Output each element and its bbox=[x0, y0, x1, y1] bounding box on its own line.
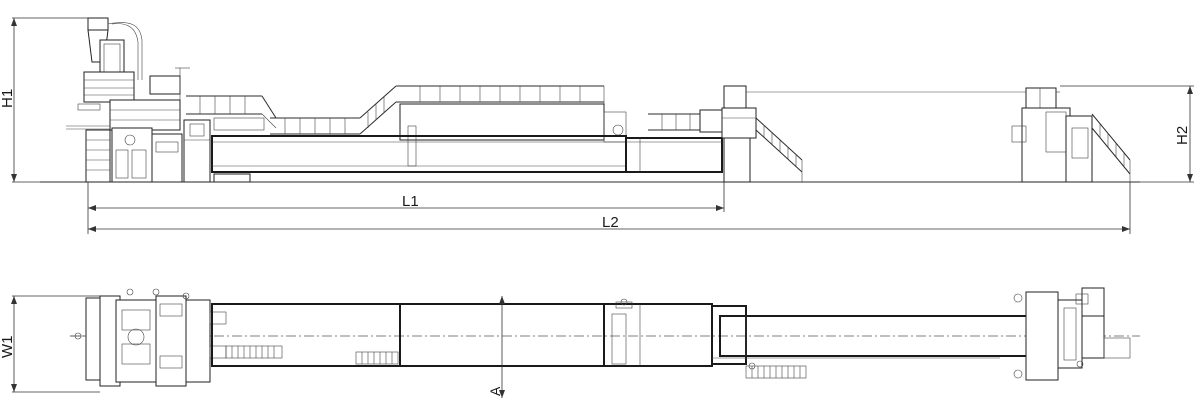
plan-oven bbox=[211, 298, 713, 367]
dim-l1 bbox=[87, 182, 725, 234]
dim-h1 bbox=[11, 17, 88, 183]
feed-tower bbox=[66, 17, 190, 131]
oven-body bbox=[211, 135, 723, 183]
platform-2 bbox=[648, 109, 725, 133]
dim-h2 bbox=[1060, 85, 1194, 183]
plan-view: A bbox=[0, 287, 1140, 398]
label-h2: H2 bbox=[1174, 126, 1191, 145]
forming-station bbox=[85, 119, 211, 183]
dim-w1 bbox=[11, 295, 100, 393]
label-h1: H1 bbox=[0, 89, 16, 108]
label-section-a: A bbox=[487, 386, 503, 396]
stair-down bbox=[755, 117, 803, 182]
label-w1: W1 bbox=[0, 336, 16, 359]
dim-l2 bbox=[88, 182, 1131, 234]
transfer-tower bbox=[721, 85, 1030, 183]
stair-up bbox=[359, 85, 397, 135]
section-a-marker bbox=[499, 296, 505, 398]
plan-discharge-unit bbox=[1013, 287, 1131, 381]
discharge-unit bbox=[1011, 87, 1131, 183]
upper-platform bbox=[396, 85, 627, 167]
side-elevation: H1 H2 L1 L2 bbox=[0, 17, 1194, 234]
plan-conveyor-1 bbox=[225, 345, 283, 359]
label-l2: L2 bbox=[602, 214, 619, 231]
platform-1 bbox=[186, 95, 360, 135]
label-l1: L1 bbox=[402, 193, 419, 210]
plan-forming-station bbox=[70, 288, 227, 387]
plan-cooler bbox=[711, 305, 1031, 379]
